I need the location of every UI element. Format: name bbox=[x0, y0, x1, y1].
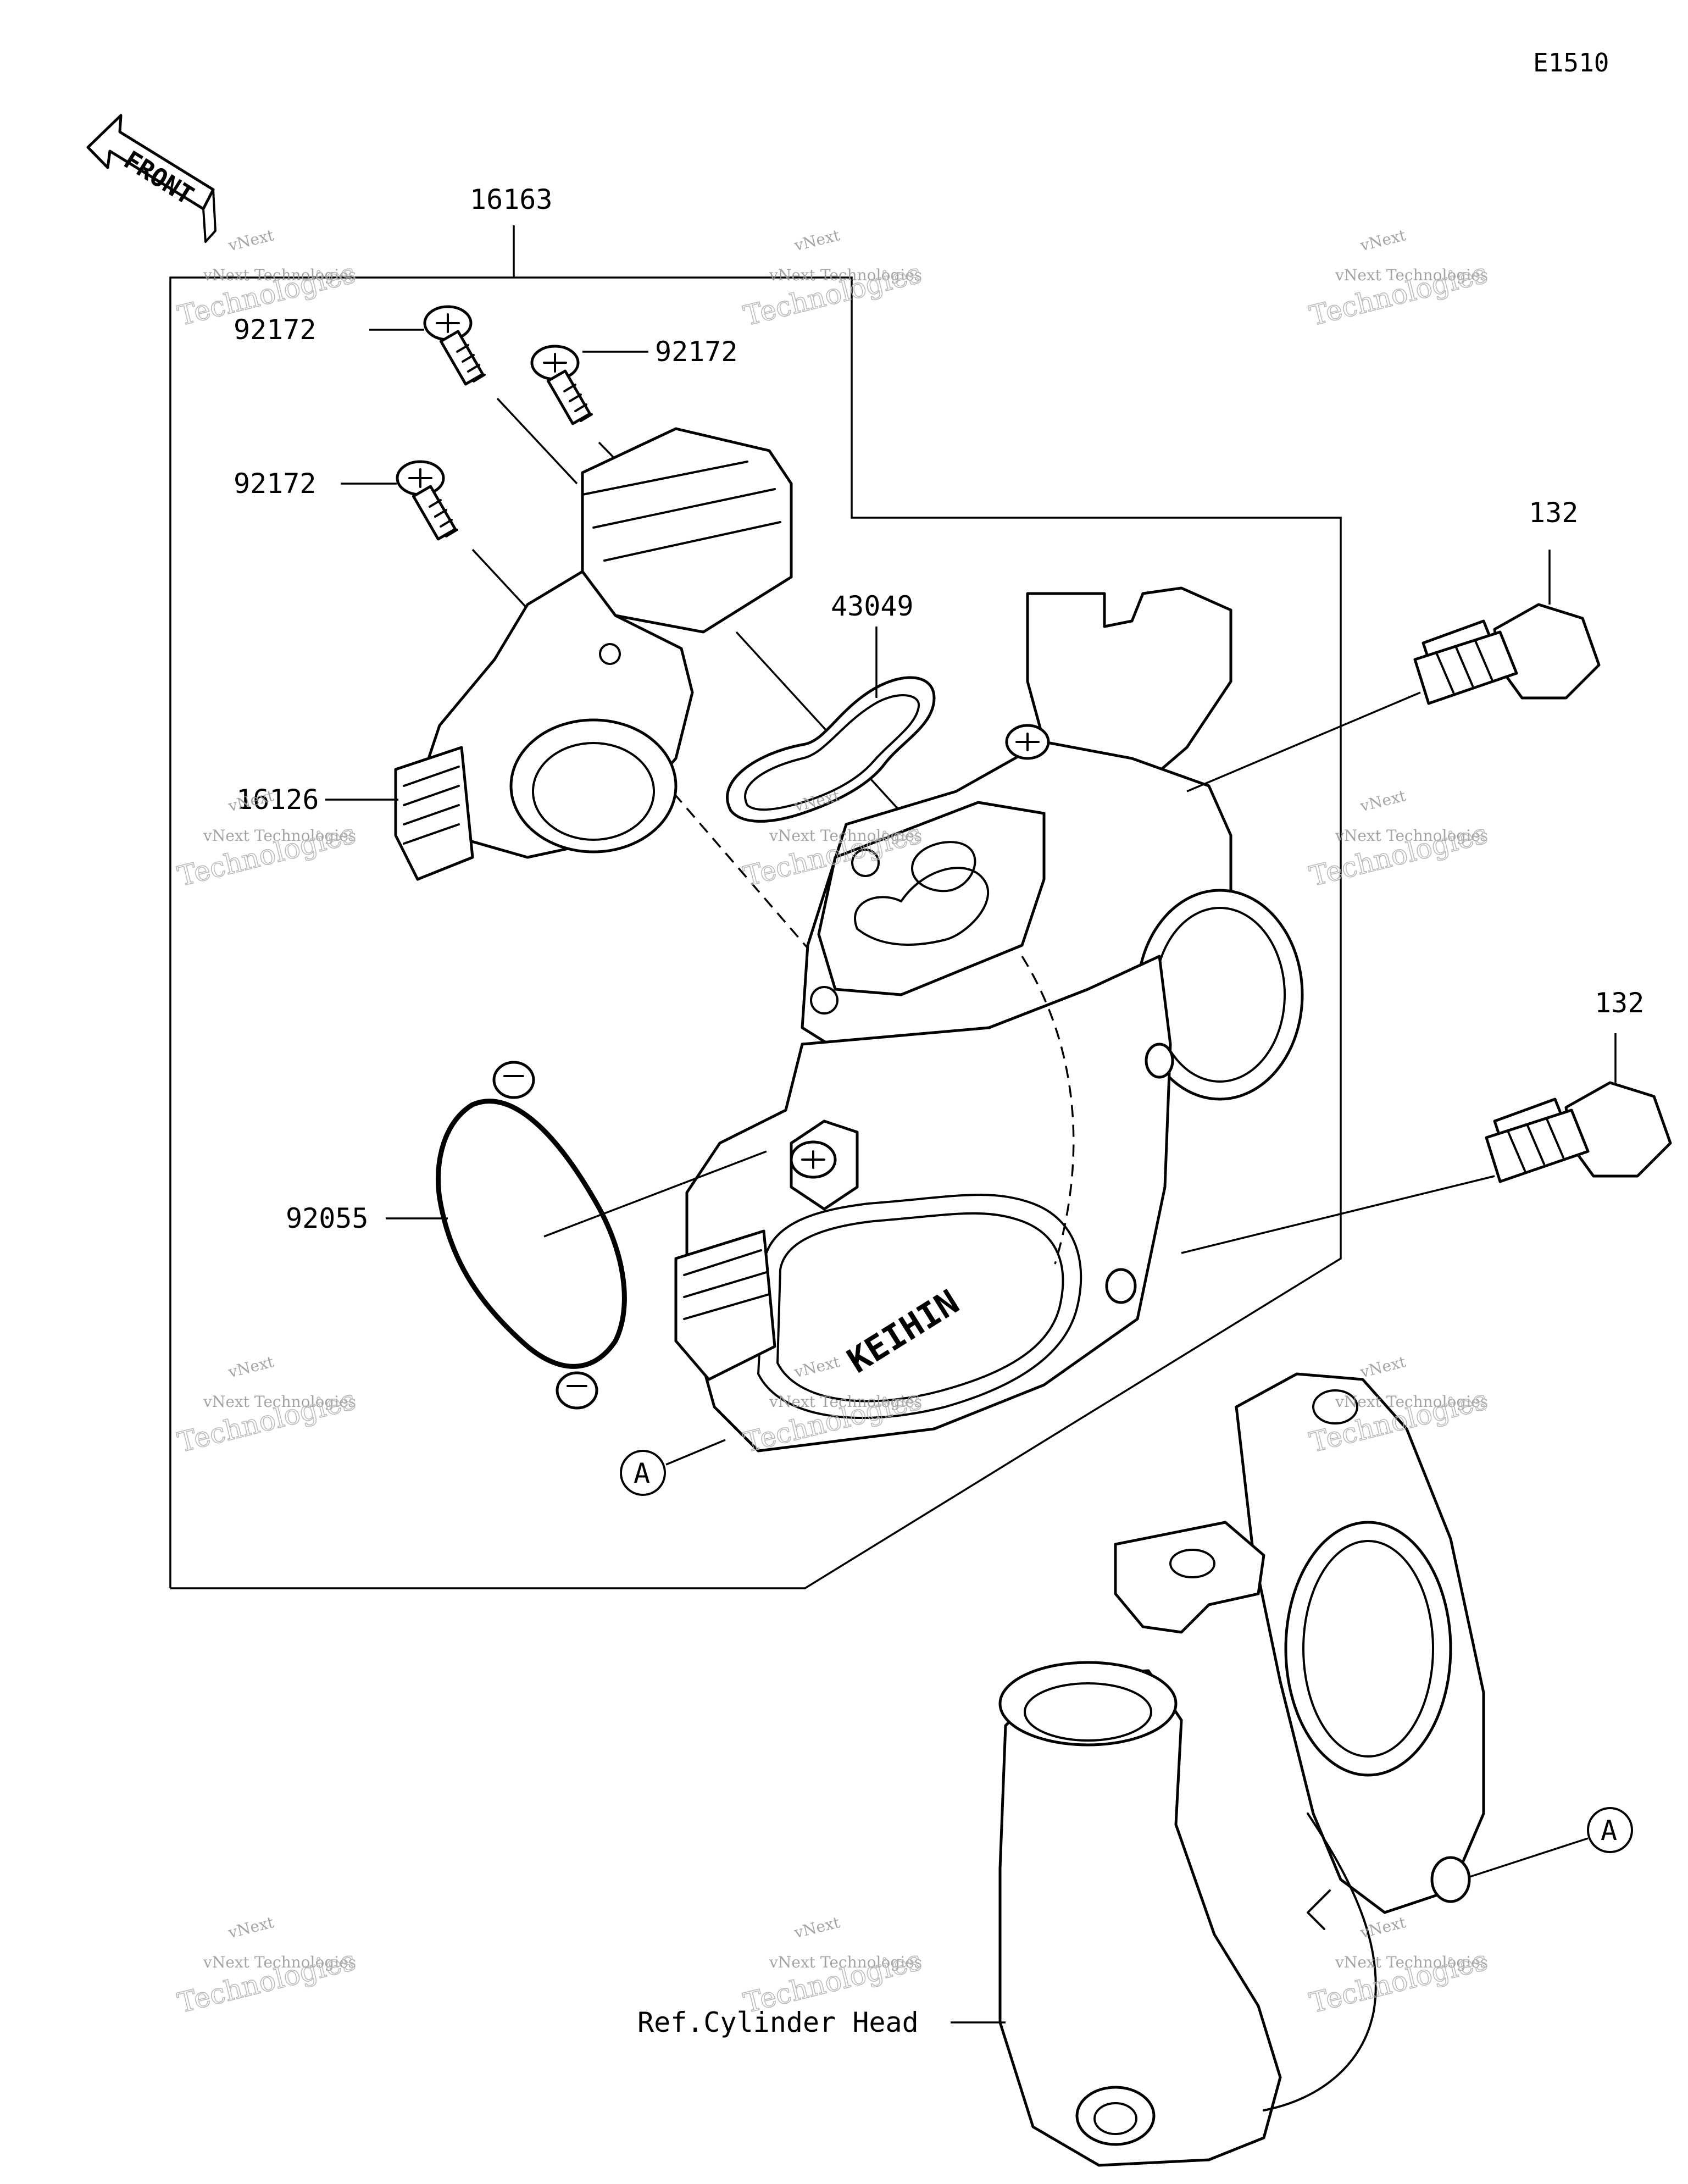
svg-text:vNext Technologies: vNext Technologies bbox=[1335, 1953, 1488, 1971]
callout-a-circle-right bbox=[1587, 1807, 1633, 1853]
callout-a-circle-left bbox=[620, 1450, 666, 1496]
screw-icon bbox=[396, 460, 458, 541]
svg-text:vNext: vNext bbox=[792, 226, 842, 255]
part-label-132-1: 132 bbox=[1529, 497, 1578, 529]
svg-text:vNext Technologies: vNext Technologies bbox=[1335, 827, 1488, 845]
svg-text:vNext Technologies: vNext Technologies bbox=[1335, 266, 1488, 284]
svg-text:vNext Technologies: vNext Technologies bbox=[769, 1953, 922, 1971]
watermark: vNext vNext Technologies Technologies bbox=[1306, 1913, 1491, 2020]
svg-text:vNext: vNext bbox=[1358, 1913, 1408, 1942]
screw-icon bbox=[530, 345, 593, 425]
part-label-43049: 43049 bbox=[831, 590, 914, 622]
svg-text:vNext: vNext bbox=[226, 1352, 276, 1382]
front-arrow-icon: FRONT bbox=[86, 114, 216, 243]
callout-a-left: A bbox=[634, 1457, 650, 1489]
svg-text:vNext Technologies: vNext Technologies bbox=[203, 266, 356, 284]
watermark: vNext vNext Technologies Technologies bbox=[174, 1913, 359, 2020]
svg-text:vNext: vNext bbox=[1358, 786, 1408, 816]
svg-text:vNext Technologies: vNext Technologies bbox=[769, 266, 922, 284]
throttle-body: KEIHIN bbox=[674, 586, 1304, 1453]
gasket-43049 bbox=[726, 676, 936, 823]
diagram-code: E1510 bbox=[1533, 48, 1609, 77]
part-label-92172-2: 92172 bbox=[655, 336, 738, 368]
gasket-92055 bbox=[436, 1061, 627, 1410]
part-label-132-2: 132 bbox=[1595, 987, 1644, 1019]
ref-cylinder-head-label: Ref.Cylinder Head bbox=[637, 2006, 919, 2038]
watermark: vNext vNext Technologies Technologies bbox=[1306, 226, 1491, 332]
watermark: vNext vNext Technologies Technologies bbox=[174, 786, 359, 893]
svg-text:vNext: vNext bbox=[226, 1913, 276, 1942]
watermark: vNext vNext Technologies Technologies bbox=[1306, 786, 1491, 893]
svg-text:vNext Technologies: vNext Technologies bbox=[203, 1953, 356, 1971]
part-label-92172-3: 92172 bbox=[234, 468, 316, 500]
part-label-92055: 92055 bbox=[286, 1202, 369, 1234]
assembly-bracket bbox=[169, 225, 1342, 1589]
watermark: vNext vNext Technologies Technologies bbox=[740, 1913, 925, 2020]
svg-text:vNext Technologies: vNext Technologies bbox=[203, 1393, 356, 1411]
svg-text:vNext: vNext bbox=[792, 1913, 842, 1942]
svg-text:vNext Technologies: vNext Technologies bbox=[1335, 1393, 1488, 1411]
bolt-icon bbox=[1485, 1081, 1672, 1183]
watermark: vNext vNext Technologies Technologies bbox=[740, 226, 925, 332]
svg-text:vNext Technologies: vNext Technologies bbox=[769, 827, 922, 845]
svg-text:vNext: vNext bbox=[226, 226, 276, 255]
part-label-16126: 16126 bbox=[236, 784, 319, 816]
callout-a-right: A bbox=[1601, 1815, 1617, 1847]
bolt-icon bbox=[1413, 603, 1601, 705]
part-label-92172-1: 92172 bbox=[234, 314, 316, 346]
svg-text:vNext: vNext bbox=[1358, 226, 1408, 255]
svg-text:vNext Technologies: vNext Technologies bbox=[769, 1393, 922, 1411]
svg-text:vNext Technologies: vNext Technologies bbox=[203, 827, 356, 845]
part-label-16163: 16163 bbox=[470, 184, 553, 215]
sensor-connector bbox=[394, 427, 793, 881]
intake-manifold bbox=[998, 1372, 1485, 2167]
screw-icon bbox=[423, 305, 486, 386]
svg-text:vNext: vNext bbox=[1358, 1352, 1408, 1382]
watermark: vNext vNext Technologies Technologies bbox=[174, 1352, 359, 1459]
